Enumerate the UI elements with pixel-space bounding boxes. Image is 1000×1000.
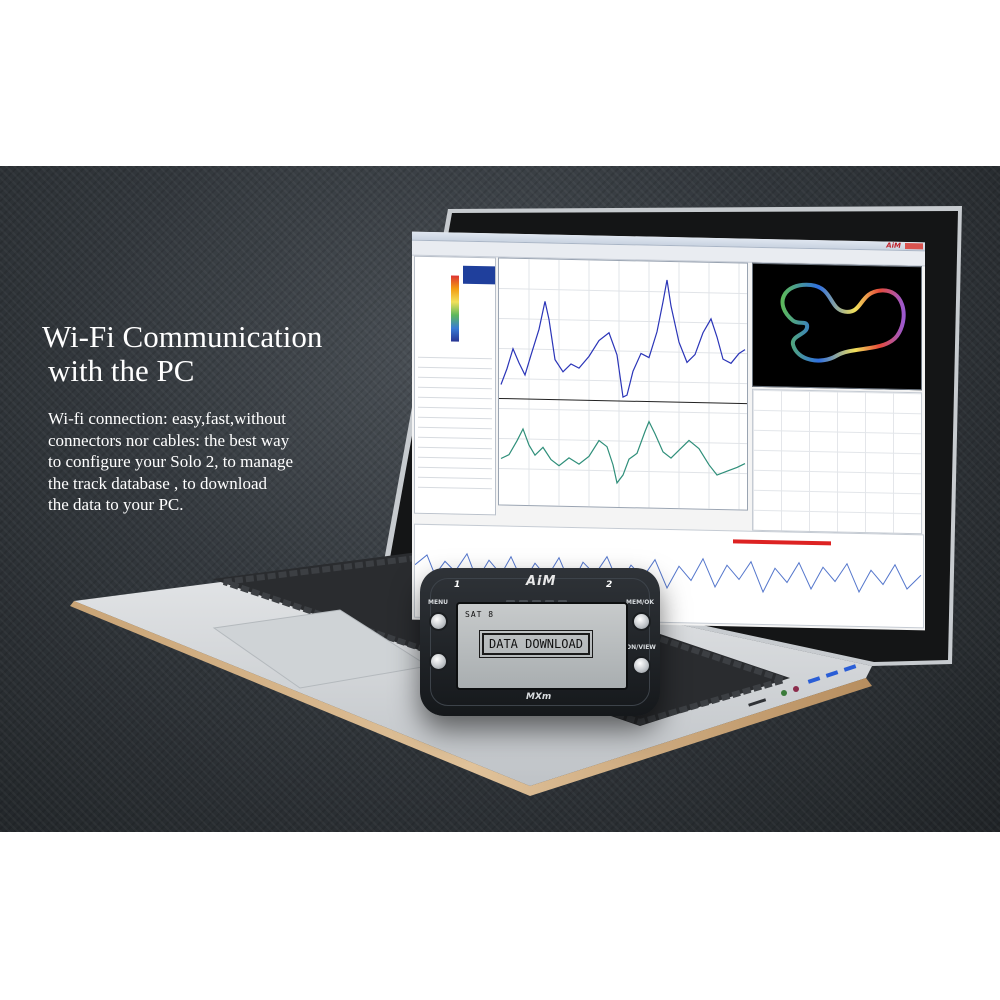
- description-line: connectors nor cables: the best way: [48, 430, 290, 450]
- banner: Wi-Fi Communication with the PC Wi-fi co…: [0, 166, 1000, 832]
- device-number-2: 2: [606, 580, 613, 590]
- device-lcd: SAT 8 DATA DOWNLOAD: [456, 602, 628, 690]
- mem-ok-button-label: MEM/OK: [626, 599, 654, 606]
- overview-graph: [414, 523, 924, 629]
- headline-line-2: with the PC: [48, 353, 195, 388]
- data-download-message: DATA DOWNLOAD: [479, 630, 593, 658]
- description: Wi-fi connection: easy,fast,without conn…: [48, 408, 378, 516]
- device-number-1: 1: [454, 580, 461, 590]
- on-view-button-label: ON/VIEW: [626, 644, 656, 651]
- device-model: MXm: [526, 692, 552, 702]
- mem-ok-button[interactable]: [634, 614, 649, 629]
- data-table-pane: [752, 388, 922, 535]
- sat-indicator: SAT 8: [465, 610, 495, 619]
- laptop-scene: AiM: [0, 166, 1000, 832]
- gps-map: [752, 262, 922, 391]
- device-brand: AiM: [526, 574, 557, 589]
- headline: Wi-Fi Communication with the PC: [42, 320, 322, 388]
- color-scale: [451, 275, 459, 342]
- mxm-device: AiM 1 2 MENU MEM/OK ON/VIEW SAT 8 DATA D…: [420, 568, 660, 716]
- channel-list: [414, 255, 496, 516]
- menu-button-label: MENU: [428, 599, 448, 606]
- window-close-icon[interactable]: [905, 242, 923, 250]
- laptop-rim: [70, 601, 872, 796]
- on-view-button[interactable]: [634, 658, 649, 673]
- headline-line-1: Wi-Fi Communication: [42, 319, 323, 354]
- left-lower-button[interactable]: [431, 654, 446, 669]
- description-line: the track database , to download: [48, 473, 268, 493]
- description-line: the data to your PC.: [48, 495, 184, 514]
- description-line: Wi-fi connection: easy,fast,without: [48, 409, 287, 428]
- aim-logo: AiM: [886, 241, 901, 250]
- description-line: to configure your Solo 2, to manage: [48, 452, 294, 471]
- menu-button[interactable]: [431, 614, 446, 629]
- laptop-screen: AiM: [412, 231, 925, 631]
- measures-graph: [498, 257, 748, 511]
